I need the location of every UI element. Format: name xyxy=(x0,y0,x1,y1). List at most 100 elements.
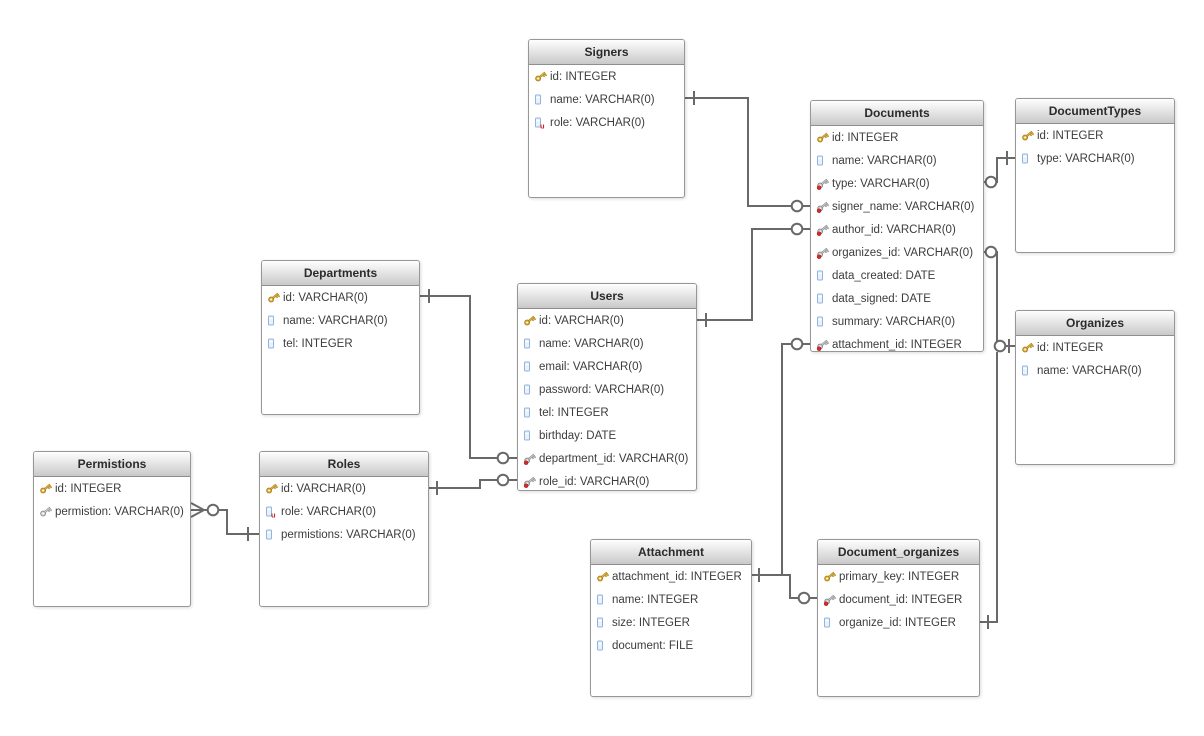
table-row[interactable]: primary_key: INTEGER xyxy=(818,565,979,588)
table-header-departments[interactable]: Departments xyxy=(262,261,419,286)
table-row[interactable]: tel: INTEGER xyxy=(518,401,696,424)
table-row[interactable]: attachment_id: INTEGER xyxy=(811,333,983,356)
column-label: author_id: VARCHAR(0) xyxy=(832,223,956,236)
column-icon xyxy=(267,337,283,350)
table-row[interactable]: id: INTEGER xyxy=(529,65,684,88)
column-icon xyxy=(1021,364,1037,377)
relationship-organizes-documents[interactable] xyxy=(984,245,1015,353)
table-header-attachment[interactable]: Attachment xyxy=(591,540,751,565)
table-header-signers[interactable]: Signers xyxy=(529,40,684,65)
column-label: size: INTEGER xyxy=(612,616,690,629)
column-label: id: VARCHAR(0) xyxy=(281,482,366,495)
table-row[interactable]: author_id: VARCHAR(0) xyxy=(811,218,983,241)
table-row[interactable]: id: INTEGER xyxy=(1016,124,1174,147)
column-icon xyxy=(596,593,612,606)
table-row[interactable]: organizes_id: VARCHAR(0) xyxy=(811,241,983,264)
table-row[interactable]: permistion: VARCHAR(0) xyxy=(34,500,190,523)
relationship-roles-users[interactable] xyxy=(429,473,517,495)
table-row[interactable]: id: VARCHAR(0) xyxy=(262,286,419,309)
column-label: role_id: VARCHAR(0) xyxy=(539,475,650,488)
table-row[interactable]: attachment_id: INTEGER xyxy=(591,565,751,588)
table-header-document_organizes[interactable]: Document_organizes xyxy=(818,540,979,565)
column-icon xyxy=(523,406,539,419)
table-row[interactable]: document_id: INTEGER xyxy=(818,588,979,611)
relationship-departments-users[interactable] xyxy=(420,289,517,465)
table-header-organizes[interactable]: Organizes xyxy=(1016,311,1174,336)
column-icon xyxy=(816,269,832,282)
table-row[interactable]: data_created: DATE xyxy=(811,264,983,287)
table-header-documenttypes[interactable]: DocumentTypes xyxy=(1016,99,1174,124)
column-label: attachment_id: INTEGER xyxy=(612,570,742,583)
table-row[interactable]: document: FILE xyxy=(591,634,751,657)
column-label: id: INTEGER xyxy=(832,131,899,144)
column-label: name: VARCHAR(0) xyxy=(832,154,937,167)
column-label: permistions: VARCHAR(0) xyxy=(281,528,416,541)
svg-text:u: u xyxy=(540,122,545,129)
table-row[interactable]: signer_name: VARCHAR(0) xyxy=(811,195,983,218)
table-row[interactable]: id: INTEGER xyxy=(811,126,983,149)
table-row[interactable]: id: VARCHAR(0) xyxy=(518,309,696,332)
table-row[interactable]: data_signed: DATE xyxy=(811,287,983,310)
table-row[interactable]: role_id: VARCHAR(0) xyxy=(518,470,696,493)
relationship-permistions-roles[interactable] xyxy=(190,502,259,541)
table-row[interactable]: id: INTEGER xyxy=(1016,336,1174,359)
table-row[interactable]: name: VARCHAR(0) xyxy=(529,88,684,111)
column-icon xyxy=(823,616,839,629)
relationship-users-documents[interactable] xyxy=(697,222,810,327)
table-row[interactable]: department_id: VARCHAR(0) xyxy=(518,447,696,470)
table-row[interactable]: type: VARCHAR(0) xyxy=(1016,147,1174,170)
table-row[interactable]: size: INTEGER xyxy=(591,611,751,634)
table-row[interactable]: name: VARCHAR(0) xyxy=(262,309,419,332)
table-row[interactable]: name: VARCHAR(0) xyxy=(811,149,983,172)
table-row[interactable]: email: VARCHAR(0) xyxy=(518,355,696,378)
secondary-key-icon xyxy=(39,505,55,518)
table-row[interactable]: tel: INTEGER xyxy=(262,332,419,355)
primary-key-icon xyxy=(39,482,55,495)
table-row[interactable]: u role: VARCHAR(0) xyxy=(529,111,684,134)
table-row[interactable]: name: VARCHAR(0) xyxy=(518,332,696,355)
column-label: summary: VARCHAR(0) xyxy=(832,315,956,328)
table-row[interactable]: name: VARCHAR(0) xyxy=(1016,359,1174,382)
column-label: email: VARCHAR(0) xyxy=(539,360,643,373)
table-header-documents[interactable]: Documents xyxy=(811,101,983,126)
column-label: data_created: DATE xyxy=(832,269,936,282)
table-row[interactable]: organize_id: INTEGER xyxy=(818,611,979,634)
relationship-organizes-document-organizes[interactable] xyxy=(980,352,998,629)
table-row[interactable]: name: INTEGER xyxy=(591,588,751,611)
table-header-users[interactable]: Users xyxy=(518,284,696,309)
relationship-attachment-documents[interactable] xyxy=(752,337,810,582)
table-row[interactable]: id: VARCHAR(0) xyxy=(260,477,428,500)
relationship-documenttypes-documents[interactable] xyxy=(984,151,1015,189)
column-label: type: VARCHAR(0) xyxy=(832,177,930,190)
primary-key-icon xyxy=(534,70,550,83)
table-header-roles[interactable]: Roles xyxy=(260,452,428,477)
table-documents[interactable]: Documents id: INTEGER name: VARCHAR(0) type… xyxy=(810,100,984,352)
column-label: document: FILE xyxy=(612,639,694,652)
column-icon xyxy=(816,292,832,305)
table-header-permistions[interactable]: Permistions xyxy=(34,452,190,477)
table-attachment[interactable]: Attachment attachment_id: INTEGER name: IN… xyxy=(590,539,752,697)
table-row[interactable]: type: VARCHAR(0) xyxy=(811,172,983,195)
column-label: tel: INTEGER xyxy=(539,406,609,419)
table-row[interactable]: id: INTEGER xyxy=(34,477,190,500)
table-row[interactable]: permistions: VARCHAR(0) xyxy=(260,523,428,546)
column-label: organize_id: INTEGER xyxy=(839,616,956,629)
table-row[interactable]: summary: VARCHAR(0) xyxy=(811,310,983,333)
column-icon xyxy=(523,429,539,442)
table-row[interactable]: birthday: DATE xyxy=(518,424,696,447)
zero-marker xyxy=(496,473,510,487)
relationship-attachment-document-organizes[interactable] xyxy=(782,574,817,605)
column-label: role: VARCHAR(0) xyxy=(550,116,645,129)
relationship-signers-documents[interactable] xyxy=(685,91,810,213)
table-row[interactable]: password: VARCHAR(0) xyxy=(518,378,696,401)
